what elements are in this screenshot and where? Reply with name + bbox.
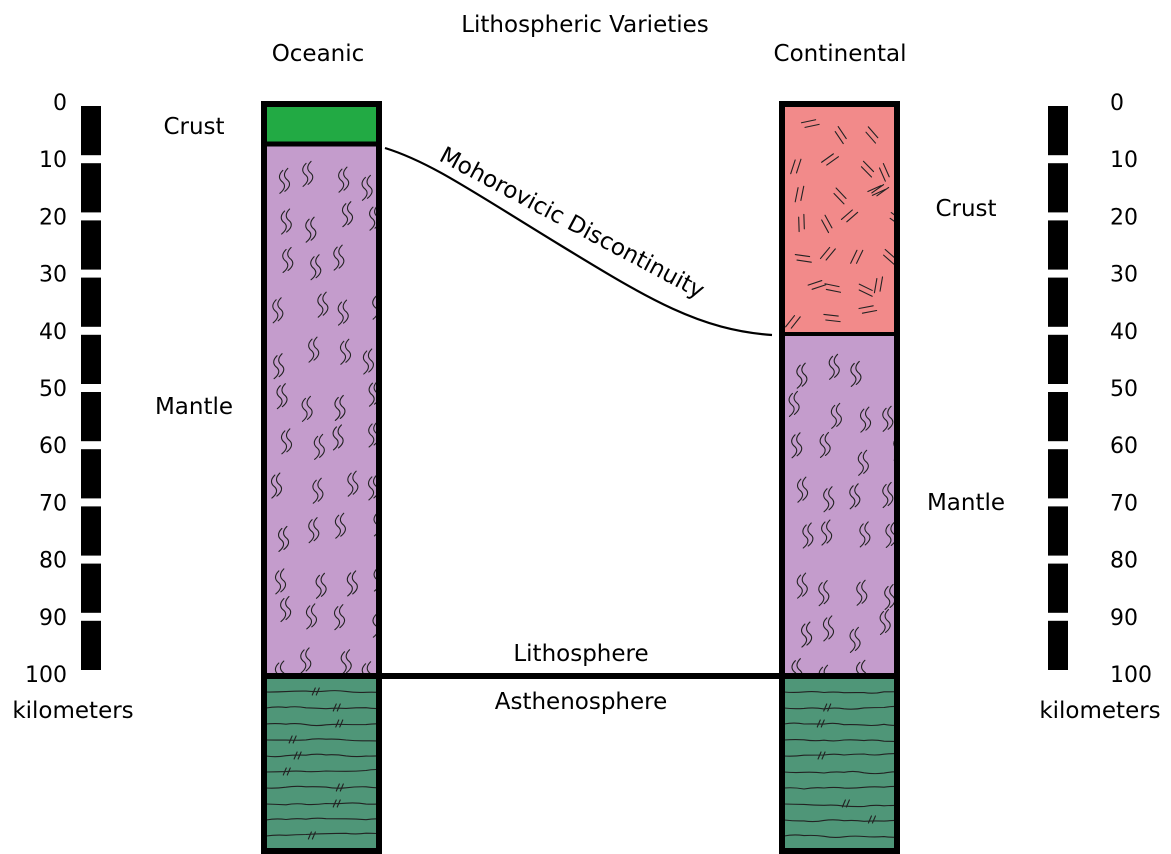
right-scale-bar bbox=[1048, 449, 1068, 498]
right-scale-bar bbox=[1048, 621, 1068, 670]
right-scale-tick-label: 40 bbox=[1110, 320, 1138, 345]
left-scale-tick-label: 90 bbox=[39, 606, 67, 631]
left-scale-bar bbox=[81, 392, 101, 441]
depth-scale-right: 0 10 20 30 40 50 60 70 80 90 100 bbox=[1048, 91, 1152, 688]
left-scale-tick-label: 10 bbox=[39, 148, 67, 173]
oceanic-column bbox=[264, 104, 388, 851]
right-scale-tick-label: 50 bbox=[1110, 377, 1138, 402]
left-scale-tick-label: 0 bbox=[53, 91, 67, 116]
left-scale-bar bbox=[81, 163, 101, 212]
left-scale-bar bbox=[81, 220, 101, 269]
oceanic-crust-layer bbox=[264, 104, 379, 144]
left-scale-tick-label: 50 bbox=[39, 377, 67, 402]
oceanic-heading: Oceanic bbox=[272, 41, 365, 67]
right-scale-tick-label: 10 bbox=[1110, 148, 1138, 173]
right-scale-bar bbox=[1048, 335, 1068, 384]
continental-crust-label: Crust bbox=[935, 196, 996, 222]
diagram-title: Lithospheric Varieties bbox=[461, 12, 709, 38]
depth-scale-left: 0 10 20 30 40 50 60 70 80 90 100 bbox=[25, 91, 101, 688]
left-scale-tick-label: 60 bbox=[39, 434, 67, 459]
left-scale-bar bbox=[81, 564, 101, 613]
right-scale-tick-label: 20 bbox=[1110, 205, 1138, 230]
right-scale-bar bbox=[1048, 392, 1068, 441]
left-scale-bar bbox=[81, 278, 101, 327]
left-scale-bar bbox=[81, 106, 101, 155]
scale-unit-label-left: kilometers bbox=[12, 698, 133, 724]
continental-asthenosphere-layer bbox=[782, 676, 897, 851]
left-scale-tick-label: 40 bbox=[39, 320, 67, 345]
left-scale-tick-label: 80 bbox=[39, 549, 67, 574]
right-scale-tick-label: 100 bbox=[1110, 663, 1152, 688]
right-scale-bar bbox=[1048, 506, 1068, 555]
continental-column bbox=[782, 104, 913, 851]
right-scale-tick-label: 30 bbox=[1110, 263, 1138, 288]
continental-mantle-label: Mantle bbox=[927, 490, 1005, 516]
right-scale-bar bbox=[1048, 564, 1068, 613]
left-scale-tick-label: 20 bbox=[39, 205, 67, 230]
continental-mantle-layer bbox=[782, 334, 897, 676]
oceanic-asthenosphere-layer bbox=[264, 676, 379, 851]
left-scale-bar bbox=[81, 335, 101, 384]
oceanic-mantle-label: Mantle bbox=[155, 394, 233, 420]
right-scale-bar bbox=[1048, 278, 1068, 327]
right-scale-bar bbox=[1048, 220, 1068, 269]
left-scale-bar bbox=[81, 621, 101, 670]
left-scale-bar bbox=[81, 449, 101, 498]
right-scale-tick-label: 60 bbox=[1110, 434, 1138, 459]
continental-heading: Continental bbox=[774, 41, 907, 67]
right-scale-tick-label: 0 bbox=[1110, 91, 1124, 116]
left-scale-tick-label: 70 bbox=[39, 491, 67, 516]
right-scale-tick-label: 90 bbox=[1110, 606, 1138, 631]
left-scale-bar bbox=[81, 506, 101, 555]
lithosphere-label: Lithosphere bbox=[513, 641, 648, 667]
right-scale-tick-label: 70 bbox=[1110, 491, 1138, 516]
left-scale-tick-label: 100 bbox=[25, 663, 67, 688]
scale-unit-label-right: kilometers bbox=[1039, 698, 1160, 724]
right-scale-tick-label: 80 bbox=[1110, 549, 1138, 574]
right-scale-bar bbox=[1048, 163, 1068, 212]
moho-discontinuity-label: Mohorovicic Discontinuity bbox=[435, 142, 708, 304]
asthenosphere-label: Asthenosphere bbox=[495, 689, 668, 715]
right-scale-bar bbox=[1048, 106, 1068, 155]
oceanic-crust-label: Crust bbox=[163, 114, 224, 140]
left-scale-tick-label: 30 bbox=[39, 263, 67, 288]
